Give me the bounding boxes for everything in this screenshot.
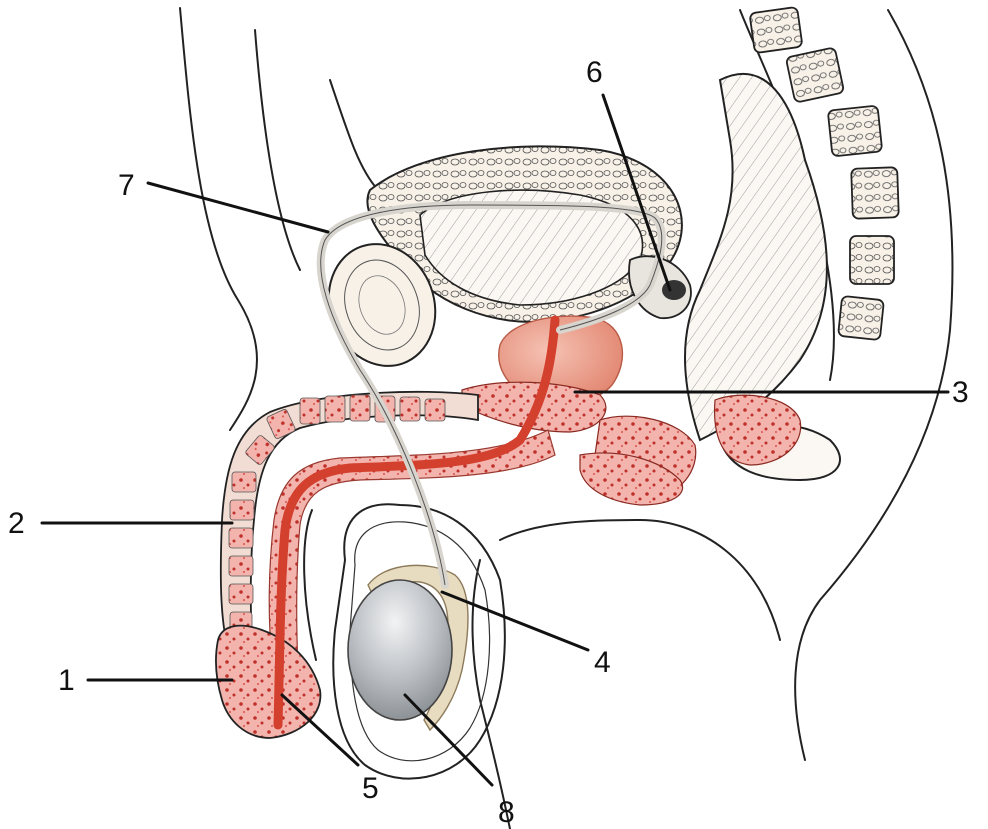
label-1: 1 [58, 664, 75, 697]
testis [348, 580, 452, 720]
label-2: 2 [8, 507, 25, 540]
leader-7 [148, 183, 328, 232]
label-8: 8 [498, 796, 515, 829]
label-7: 7 [118, 169, 135, 202]
label-4: 4 [594, 646, 611, 679]
label-6: 6 [586, 56, 603, 89]
label-5: 5 [362, 772, 379, 805]
label-3: 3 [952, 376, 969, 409]
glans-penis [216, 626, 321, 738]
